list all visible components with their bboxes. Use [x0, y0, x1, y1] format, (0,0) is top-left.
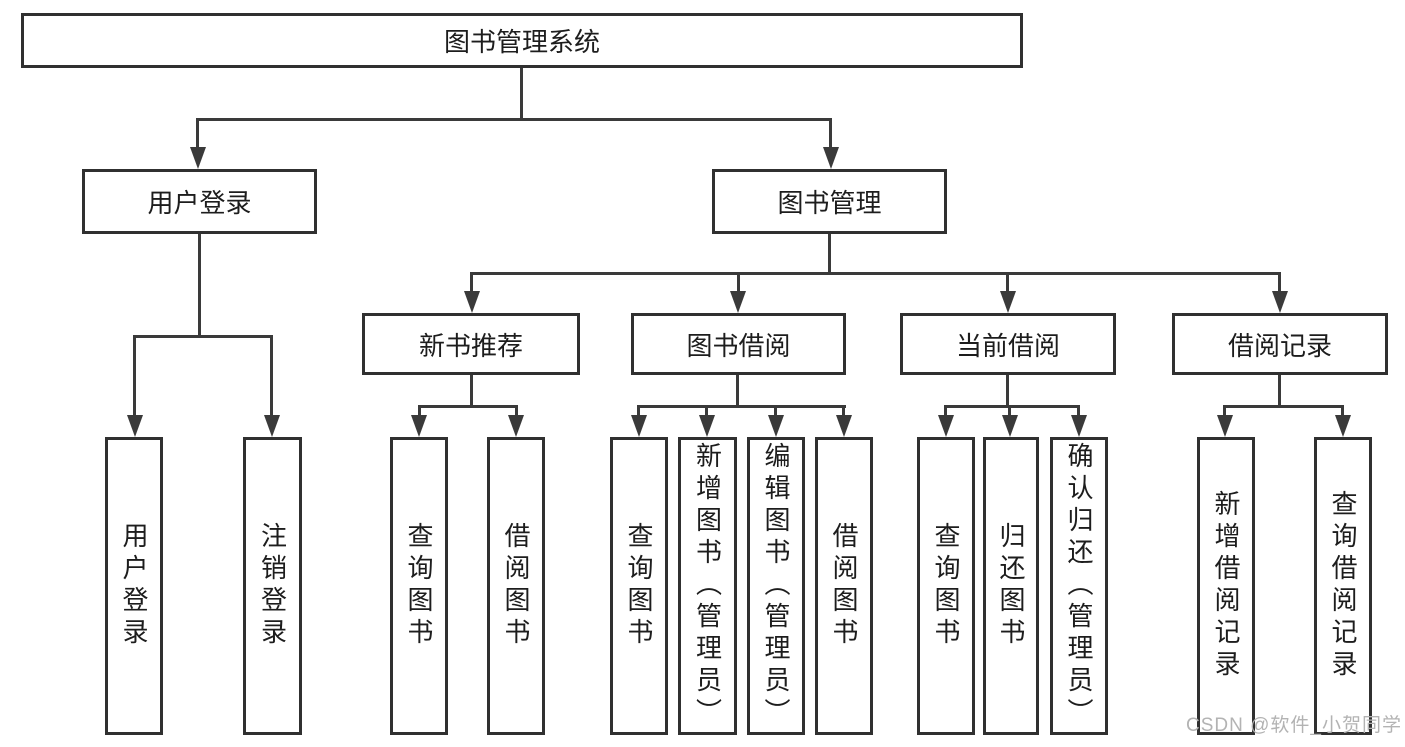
leaf-nb-query-books-label: 查询图书: [404, 522, 434, 650]
leaf-bb-borrow-books-label: 借阅图书: [829, 522, 859, 650]
leaf-bb-edit-books-admin: 编辑图书（管理员）: [747, 437, 805, 735]
connector-stub: [705, 405, 708, 416]
node-root-label: 图书管理系统: [443, 27, 600, 57]
arrowhead-down-icon: [631, 415, 647, 437]
arrowhead-down-icon: [1002, 415, 1018, 437]
connector-stub: [1006, 272, 1009, 293]
connector-hline: [133, 335, 273, 338]
connector-stub: [1223, 405, 1226, 416]
arrowhead-down-icon: [508, 415, 524, 437]
node-book-management: 图书管理: [712, 169, 947, 234]
connector-hline: [638, 405, 846, 408]
leaf-nb-borrow-books-label: 借阅图书: [501, 522, 531, 650]
arrowhead-down-icon: [836, 415, 852, 437]
leaf-bb-borrow-books: 借阅图书: [815, 437, 873, 735]
connector-hline: [471, 272, 1281, 275]
connector-vline: [736, 375, 739, 407]
connector-vline: [1006, 375, 1009, 407]
connector-stub: [270, 335, 273, 416]
arrowhead-down-icon: [464, 291, 480, 313]
node-book-management-label: 图书管理: [777, 188, 882, 218]
leaf-cb-return-books-label: 归还图书: [996, 522, 1026, 650]
arrowhead-down-icon: [264, 415, 280, 437]
connector-vline: [828, 234, 831, 274]
arrowhead-down-icon: [730, 291, 746, 313]
arrowhead-down-icon: [768, 415, 784, 437]
leaf-user-login-label: 用户登录: [119, 522, 149, 650]
connector-vline: [1278, 375, 1281, 407]
leaf-br-add-record-label: 新增借阅记录: [1211, 490, 1241, 682]
connector-hline: [196, 118, 832, 121]
connector-stub: [515, 405, 518, 416]
arrowhead-down-icon: [190, 147, 206, 169]
leaf-cb-confirm-return-admin: 确认归还（管理员）: [1050, 437, 1108, 735]
node-borrowing-records: 借阅记录: [1172, 313, 1388, 375]
arrowhead-down-icon: [411, 415, 427, 437]
connector-hline: [418, 405, 518, 408]
leaf-user-login: 用户登录: [105, 437, 163, 735]
leaf-bb-query-books: 查询图书: [610, 437, 668, 735]
connector-stub: [842, 405, 845, 416]
leaf-logout-label: 注销登录: [257, 522, 288, 650]
connector-stub: [1077, 405, 1080, 416]
connector-stub: [774, 405, 777, 416]
node-book-borrowing: 图书借阅: [631, 313, 846, 375]
node-current-borrowing-label: 当前借阅: [955, 330, 1060, 361]
leaf-bb-query-books-label: 查询图书: [624, 522, 654, 650]
arrowhead-down-icon: [127, 415, 143, 437]
arrowhead-down-icon: [1071, 415, 1087, 437]
connector-stub: [829, 118, 832, 149]
connector-stub: [737, 272, 740, 293]
leaf-nb-borrow-books: 借阅图书: [487, 437, 545, 735]
connector-stub: [944, 405, 947, 416]
node-new-book-recommend: 新书推荐: [362, 313, 580, 375]
leaf-bb-add-books-admin: 新增图书（管理员）: [678, 437, 737, 735]
connector-stub: [418, 405, 421, 416]
connector-vline: [470, 375, 473, 407]
leaf-cb-confirm-return-admin-label: 确认归还（管理员）: [1064, 442, 1094, 730]
arrowhead-down-icon: [823, 147, 839, 169]
node-book-borrowing-label: 图书借阅: [686, 330, 791, 361]
connector-hline: [945, 405, 1080, 408]
connector-hline: [1224, 405, 1344, 408]
leaf-logout: 注销登录: [243, 437, 302, 735]
connector-stub: [1278, 272, 1281, 293]
node-new-book-recommend-label: 新书推荐: [418, 330, 523, 361]
connector-stub: [196, 118, 199, 149]
node-current-borrowing: 当前借阅: [900, 313, 1116, 375]
connector-stub: [133, 335, 136, 416]
node-user-login-label: 用户登录: [147, 188, 252, 218]
arrowhead-down-icon: [1217, 415, 1233, 437]
connector-vline: [198, 234, 201, 337]
arrowhead-down-icon: [938, 415, 954, 437]
leaf-bb-add-books-admin-label: 新增图书（管理员）: [692, 442, 723, 730]
leaf-nb-query-books: 查询图书: [390, 437, 448, 735]
leaf-cb-query-books: 查询图书: [917, 437, 975, 735]
arrowhead-down-icon: [1000, 291, 1016, 313]
node-borrowing-records-label: 借阅记录: [1227, 330, 1332, 361]
connector-stub: [1341, 405, 1344, 416]
leaf-br-add-record: 新增借阅记录: [1197, 437, 1255, 735]
connector-vline: [520, 68, 523, 120]
leaf-br-query-record: 查询借阅记录: [1314, 437, 1372, 735]
leaf-br-query-record-label: 查询借阅记录: [1328, 490, 1358, 682]
arrowhead-down-icon: [699, 415, 715, 437]
leaf-cb-return-books: 归还图书: [983, 437, 1039, 735]
arrowhead-down-icon: [1335, 415, 1351, 437]
arrowhead-down-icon: [1272, 291, 1288, 313]
connector-stub: [637, 405, 640, 416]
leaf-cb-query-books-label: 查询图书: [931, 522, 961, 650]
node-user-login: 用户登录: [82, 169, 317, 234]
node-root: 图书管理系统: [21, 13, 1023, 68]
connector-stub: [1008, 405, 1011, 416]
csdn-watermark: CSDN @软件_小贺同学: [1186, 715, 1402, 736]
leaf-bb-edit-books-admin-label: 编辑图书（管理员）: [761, 442, 791, 730]
connector-stub: [470, 272, 473, 293]
